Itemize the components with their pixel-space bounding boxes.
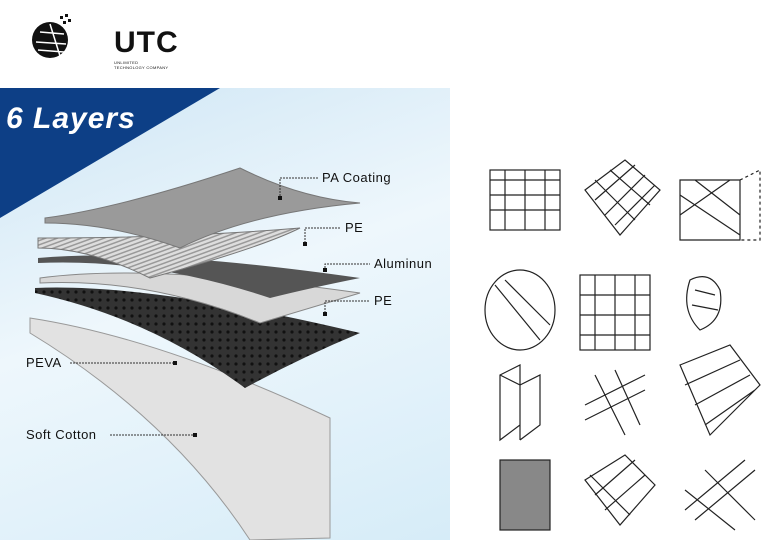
label-soft-cotton: Soft Cotton xyxy=(26,427,97,442)
sketch-9 xyxy=(679,344,761,437)
sketch-7 xyxy=(499,364,541,442)
label-pe-2: PE xyxy=(374,293,393,308)
sketch-2 xyxy=(584,159,661,236)
sketch-10 xyxy=(499,459,551,531)
globe-icon xyxy=(32,14,71,58)
layers-panel: 6 Layers PA Coating PE Aluminun PE PEVA … xyxy=(0,88,450,540)
sketch-5 xyxy=(579,274,651,351)
label-aluminium: Aluminun xyxy=(374,256,433,271)
label-pe-1: PE xyxy=(345,220,364,235)
weave-structure-sketches xyxy=(484,159,761,531)
sketch-4 xyxy=(484,269,556,351)
logo-name: UTC xyxy=(114,26,179,59)
label-pa-coating: PA Coating xyxy=(322,170,392,185)
sketch-6 xyxy=(686,276,722,331)
sketch-11 xyxy=(584,454,656,526)
diagram-title: 6 Layers xyxy=(6,102,136,135)
sketch-3 xyxy=(679,169,761,241)
layer-pa-coating xyxy=(44,167,361,249)
sketch-1 xyxy=(489,169,561,231)
layers-illustration xyxy=(0,88,370,540)
sketch-8 xyxy=(584,369,646,436)
logo-tagline: UNLIMITED TECHNOLOGY COMPANY xyxy=(114,60,169,70)
title-banner xyxy=(0,88,220,218)
sketch-12 xyxy=(684,459,756,531)
layer-peva xyxy=(35,287,360,388)
layer-aluminium xyxy=(38,255,360,298)
label-peva: PEVA xyxy=(26,355,62,370)
utc-logo: UTC UNLIMITED TECHNOLOGY COMPANY xyxy=(30,12,178,70)
layer-soft-cotton xyxy=(29,317,331,540)
